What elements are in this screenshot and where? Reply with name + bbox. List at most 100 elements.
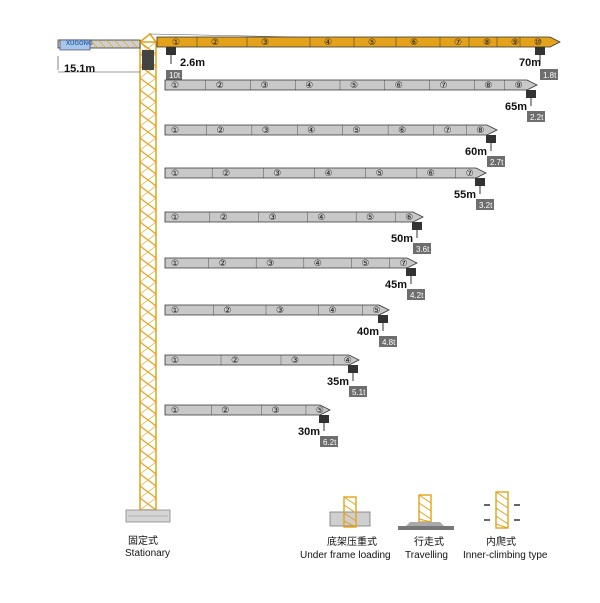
- jib-segment-label: ①: [171, 213, 179, 223]
- mini-brace: [343, 496, 357, 506]
- jib-segment-label: ③: [260, 81, 268, 91]
- radius-label-40m: 40m: [357, 326, 379, 338]
- mast-brace: [139, 353, 157, 367]
- mast-brace: [139, 413, 157, 427]
- mini-brace: [343, 512, 357, 522]
- jib-segment-label: ②: [222, 169, 230, 179]
- mini-brace: [495, 499, 509, 509]
- mini-brace: [418, 510, 432, 520]
- mini-mast: [495, 491, 509, 529]
- mast-brace: [139, 365, 157, 379]
- jib-segment-label: ②: [220, 213, 228, 223]
- jib-segment-label: ①: [171, 406, 179, 416]
- radius-label-70m: 70m: [519, 57, 541, 69]
- jib-segment-label: ④: [317, 213, 325, 223]
- load-label-45m: 4.2t: [410, 291, 424, 300]
- jib-segment-label: ③: [273, 169, 281, 179]
- travel-chassis: [406, 522, 444, 526]
- top-jib-segment-label: ①: [172, 38, 180, 48]
- load-label-70m: 1.8t: [543, 71, 557, 80]
- jib-segment-label: ④: [307, 126, 315, 136]
- jib-segment-label: ①: [171, 169, 179, 179]
- mast-brace: [139, 257, 157, 271]
- jib-segment-label: ③: [262, 126, 270, 136]
- trolley-icon: [412, 222, 422, 230]
- load-label-35m: 5.1t: [352, 388, 366, 397]
- jib-segment-label: ②: [219, 259, 227, 269]
- top-jib-segment-label: ④: [324, 38, 332, 48]
- mast-brace: [139, 305, 157, 319]
- mast-brace: [139, 125, 157, 139]
- jib-segment-label: ②: [221, 406, 229, 416]
- load-label-30m: 6.2t: [323, 438, 337, 447]
- counter-jib-brace: [113, 39, 123, 49]
- counter-jib-length: 15.1m: [64, 63, 95, 75]
- top-jib-segment-label: ⑦: [454, 38, 462, 48]
- load-tag-bg: [527, 111, 545, 122]
- mast-brace: [139, 197, 157, 211]
- top-jib-segment-label: ⑤: [368, 38, 376, 48]
- load-label-55m: 3.2t: [479, 201, 493, 210]
- top-jib-segment-label: ⑥: [410, 38, 418, 48]
- mast-brace: [139, 449, 157, 463]
- mast-brace: [139, 137, 157, 151]
- mast-brace: [139, 341, 157, 355]
- mini-brace: [495, 507, 509, 517]
- mast-brace: [139, 293, 157, 307]
- mast-brace: [139, 473, 157, 487]
- under-frame-cn: 底架压重式: [327, 535, 377, 548]
- trolley-icon: [406, 268, 416, 276]
- load-tag-bg: [379, 336, 397, 347]
- jib-segment-label: ④: [328, 306, 336, 316]
- jib-body: [164, 257, 418, 269]
- jib-segment-label: ⑧: [476, 126, 484, 136]
- jib-segment-label: ⑥: [405, 213, 413, 223]
- tower-mast: [125, 41, 171, 523]
- mast-brace: [139, 113, 157, 127]
- jib-segment-label: ①: [171, 356, 179, 366]
- jib-segment-label: ⑦: [444, 126, 452, 136]
- inner-climbing-en: Inner-climbing type: [463, 550, 548, 561]
- top-jib-segment-label: ②: [211, 38, 219, 48]
- jib-segment-label: ⑨: [515, 81, 523, 91]
- mast-brace: [139, 461, 157, 475]
- jib-segment-label: ⑥: [395, 81, 403, 91]
- trolley-icon: [475, 178, 485, 186]
- trolley-icon: [526, 90, 536, 98]
- load-label-65m: 2.2t: [530, 113, 544, 122]
- jib-segment-label: ⑤: [316, 406, 324, 416]
- mast-brace: [139, 425, 157, 439]
- mast-brace: [139, 161, 157, 175]
- brand-label: XUGONG: [66, 41, 93, 47]
- jib-segment-label: ⑦: [399, 259, 407, 269]
- mast-brace: [139, 485, 157, 499]
- mast-brace: [139, 389, 157, 403]
- jib-segment-label: ①: [171, 81, 179, 91]
- mini-brace: [418, 518, 432, 523]
- jib-segment-label: ⑦: [439, 81, 447, 91]
- mini-brace: [343, 504, 357, 514]
- jib-body: [164, 167, 487, 179]
- jib-segment-label: ③: [266, 259, 274, 269]
- mini-brace: [495, 491, 509, 501]
- radius-label-55m: 55m: [454, 189, 476, 201]
- radius-label-60m: 60m: [465, 146, 487, 158]
- load-tag-bg: [407, 289, 425, 300]
- radius-label-30m: 30m: [298, 426, 320, 438]
- jib-segment-label: ⑥: [398, 126, 406, 136]
- jib-segment-label: ⑤: [373, 306, 381, 316]
- load-label-50m: 3.6t: [416, 245, 430, 254]
- jib-segment-label: ⑤: [376, 169, 384, 179]
- top-jib-segment-label: ⑧: [483, 38, 491, 48]
- jib-segment-label: ②: [216, 126, 224, 136]
- counter-jib-brace: [105, 39, 115, 49]
- mini-mast: [343, 496, 357, 528]
- base-types: [329, 491, 520, 530]
